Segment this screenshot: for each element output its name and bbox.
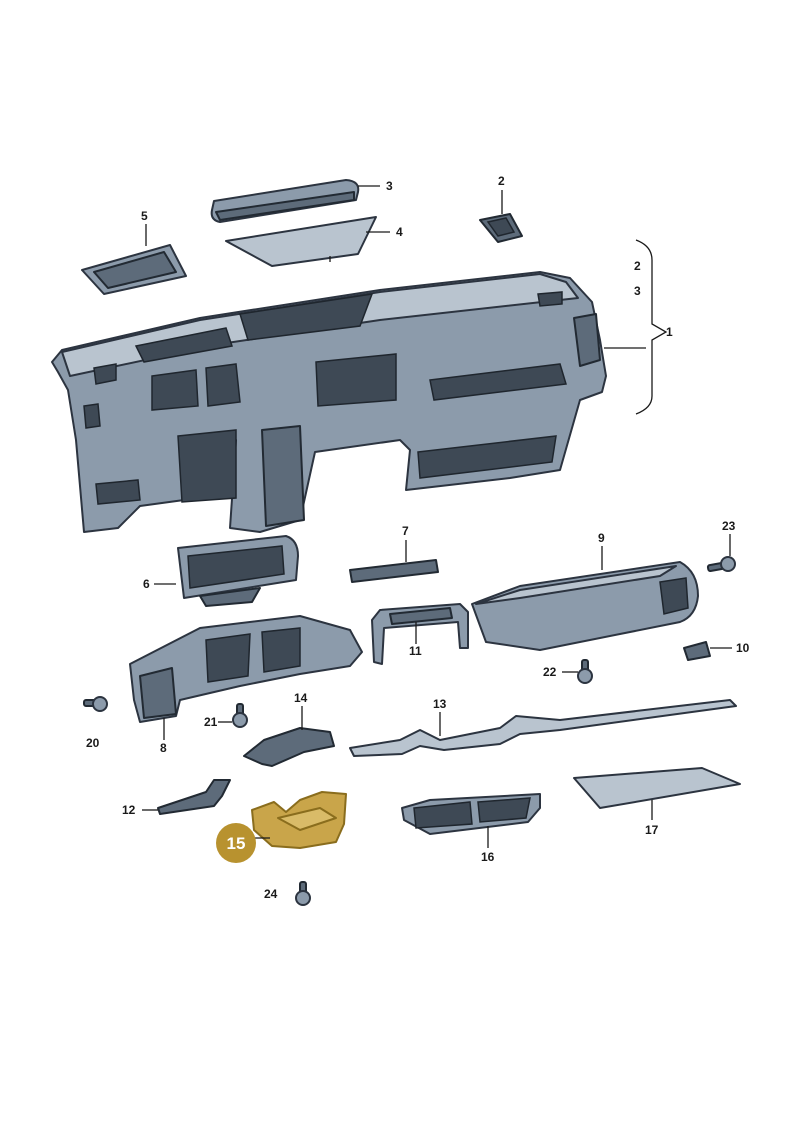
label-1: 1 bbox=[666, 325, 673, 339]
label-6: 6 bbox=[143, 577, 150, 591]
label-20: 20 bbox=[86, 736, 100, 750]
label-13: 13 bbox=[433, 697, 447, 711]
label-17: 17 bbox=[645, 823, 659, 837]
label-5: 5 bbox=[141, 209, 148, 223]
part-22-screw[interactable] bbox=[577, 659, 593, 684]
part-1-dashboard-carrier[interactable] bbox=[51, 271, 607, 533]
label-3: 3 bbox=[386, 179, 393, 193]
label-2-top: 2 bbox=[498, 174, 505, 188]
label-9: 9 bbox=[598, 531, 605, 545]
label-14: 14 bbox=[294, 691, 308, 705]
part-5-left-trim[interactable] bbox=[81, 244, 187, 295]
label-10: 10 bbox=[736, 641, 750, 655]
label-4: 4 bbox=[396, 225, 403, 239]
part-6-display-frame[interactable] bbox=[177, 535, 299, 607]
label-7: 7 bbox=[402, 524, 409, 538]
label-16: 16 bbox=[481, 850, 495, 864]
part-20-screw[interactable] bbox=[83, 696, 108, 712]
label-12: 12 bbox=[122, 803, 136, 817]
part-24-screw[interactable] bbox=[295, 881, 311, 906]
label-21: 21 bbox=[204, 715, 218, 729]
part-9-glovebox[interactable] bbox=[471, 561, 699, 651]
part-2-small-vent[interactable] bbox=[479, 213, 523, 243]
label-24: 24 bbox=[264, 887, 278, 901]
part-4-cover-panel[interactable] bbox=[225, 216, 377, 267]
svg-text:15: 15 bbox=[227, 834, 246, 853]
part-16-center-vent[interactable] bbox=[401, 793, 541, 835]
part-8-lower-panel[interactable] bbox=[129, 615, 363, 723]
part-11-bracket[interactable] bbox=[371, 603, 469, 665]
part-17-flat-panel[interactable] bbox=[573, 767, 741, 809]
label-23: 23 bbox=[722, 519, 736, 533]
part-12-small-trim[interactable] bbox=[157, 779, 231, 815]
label-11: 11 bbox=[409, 644, 422, 658]
label-8: 8 bbox=[160, 741, 167, 755]
badge-15: 15 bbox=[216, 823, 256, 863]
label-3-bracket: 3 bbox=[634, 284, 641, 298]
part-21-screw[interactable] bbox=[232, 703, 248, 728]
part-3-trim-strip[interactable] bbox=[210, 179, 360, 223]
part-15-shroud-lower-highlighted[interactable] bbox=[251, 791, 347, 849]
label-22: 22 bbox=[543, 665, 557, 679]
part-10-clip[interactable] bbox=[683, 641, 711, 661]
bracket-1 bbox=[635, 239, 668, 415]
part-7-trim-strip[interactable] bbox=[349, 559, 439, 583]
part-23-screw[interactable] bbox=[706, 556, 736, 573]
part-13-long-strip[interactable] bbox=[349, 699, 737, 757]
label-2-bracket: 2 bbox=[634, 259, 641, 273]
part-14-shroud-top[interactable] bbox=[243, 727, 335, 767]
